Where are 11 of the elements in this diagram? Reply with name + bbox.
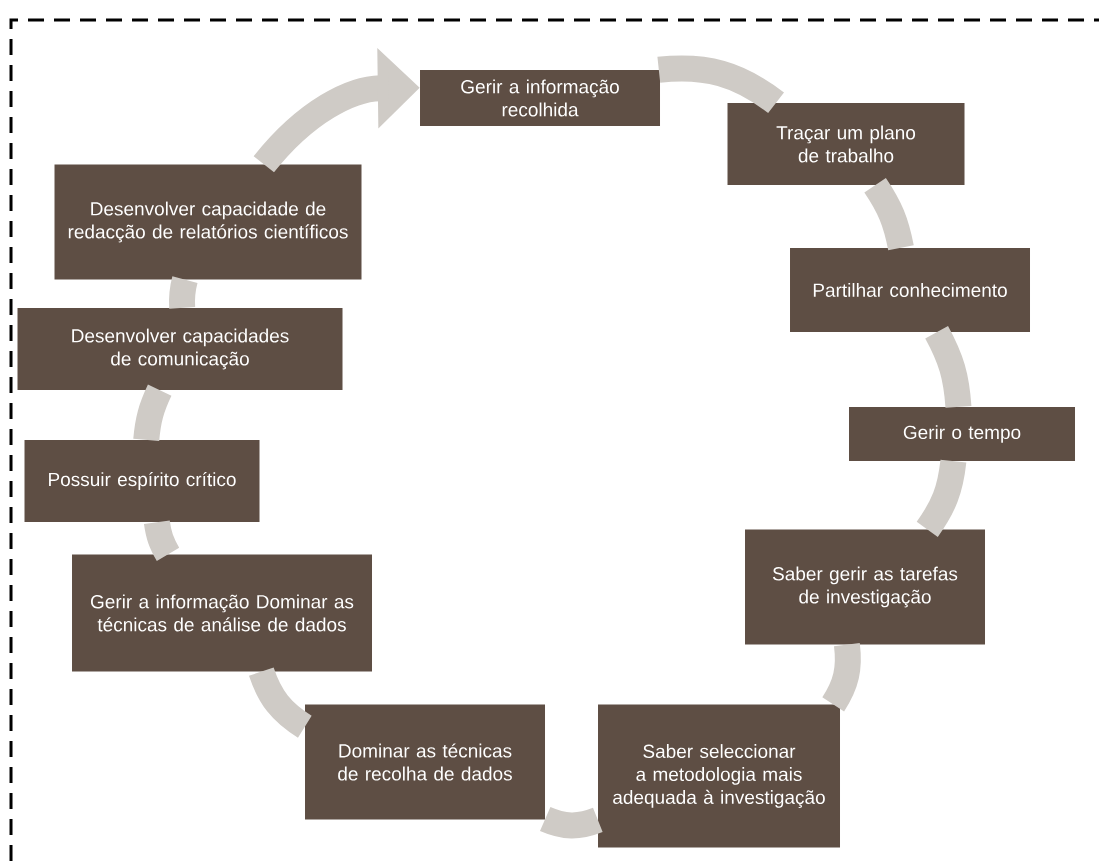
step-box: Desenvolver capacidade de redacção de relatórios científicos bbox=[54, 164, 362, 280]
step-box: Dominar as técnicas de recolha de dados bbox=[305, 704, 545, 820]
step-box: Saber gerir as tarefas de investigação bbox=[745, 529, 985, 645]
step-box: Desenvolver capacidades de comunicação bbox=[17, 308, 343, 390]
step-box: Gerir a informação recolhida bbox=[420, 70, 660, 126]
step-box: Possuir espírito crítico bbox=[24, 440, 260, 522]
step-box: Saber seleccionar a metodologia mais adequada à investigação bbox=[598, 704, 840, 848]
step-box: Traçar um plano de trabalho bbox=[727, 103, 965, 185]
step-box: Gerir o tempo bbox=[849, 407, 1075, 461]
step-box: Gerir a informação Dominar as técnicas de análise de dados bbox=[72, 554, 372, 672]
step-box: Partilhar conhecimento bbox=[790, 248, 1030, 332]
